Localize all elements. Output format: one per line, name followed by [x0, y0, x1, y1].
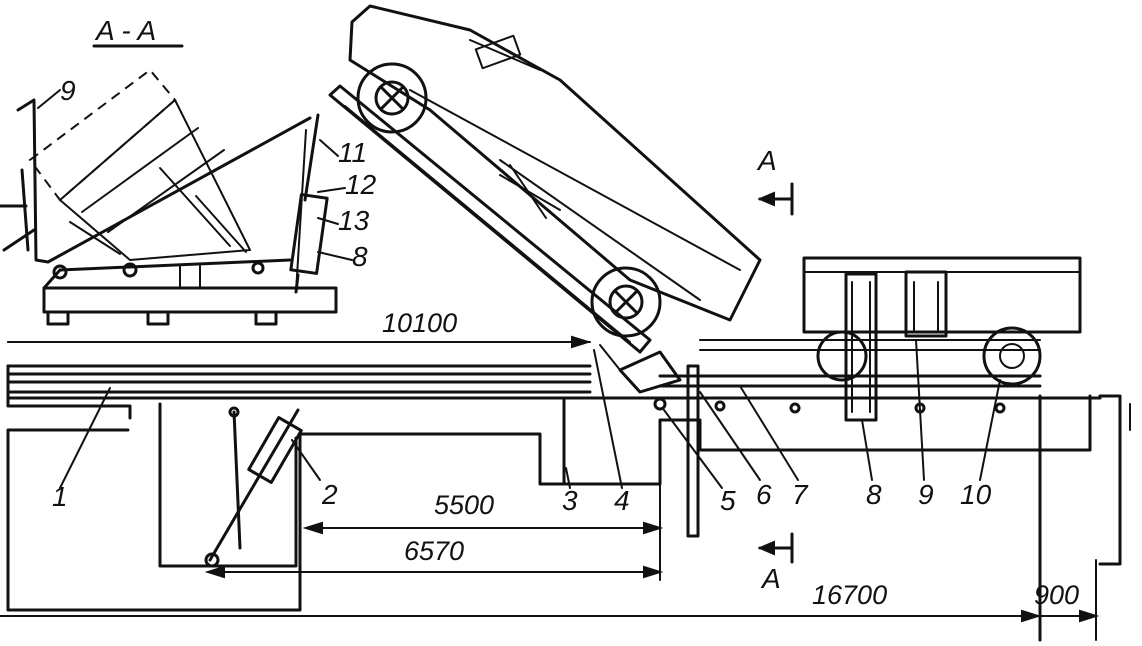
callout-sec-9: 9: [60, 75, 76, 106]
callout-sec-13: 13: [338, 205, 370, 236]
callout-sec-8: 8: [352, 241, 368, 272]
callout-5: 5: [720, 485, 736, 516]
callout-sec-12: 12: [345, 169, 377, 200]
callout-7: 7: [792, 479, 809, 510]
main-callouts: 1 2 3 4 5 6 7 8 9 10: [52, 339, 1001, 516]
callout-sec-11: 11: [338, 137, 367, 168]
dim-5500: 5500: [434, 490, 494, 520]
dimensions: 10100 5500 6570 16700 900: [0, 308, 1100, 641]
callout-6: 6: [756, 479, 772, 510]
inclined-truck: [328, 4, 762, 394]
dim-16700: 16700: [812, 580, 887, 610]
section-arrow-letter-top: A: [756, 145, 777, 176]
callout-9: 9: [918, 479, 934, 510]
callout-10: 10: [960, 479, 992, 510]
horizontal-truck: [699, 256, 1082, 422]
callout-3: 3: [562, 485, 578, 516]
callout-2: 2: [321, 479, 338, 510]
section-arrows: A A: [756, 145, 794, 594]
dim-900: 900: [1034, 580, 1079, 610]
section-arrow-letter-bottom: A: [760, 563, 781, 594]
callout-1: 1: [52, 481, 68, 512]
section-title: A - A: [94, 15, 156, 46]
callout-8: 8: [866, 479, 882, 510]
dim-10100: 10100: [382, 308, 457, 338]
callout-4: 4: [614, 485, 630, 516]
rail-track: [6, 341, 1131, 642]
dim-6570: 6570: [404, 536, 464, 566]
section-view-a-a: A - A 9 11 12: [0, 15, 377, 326]
